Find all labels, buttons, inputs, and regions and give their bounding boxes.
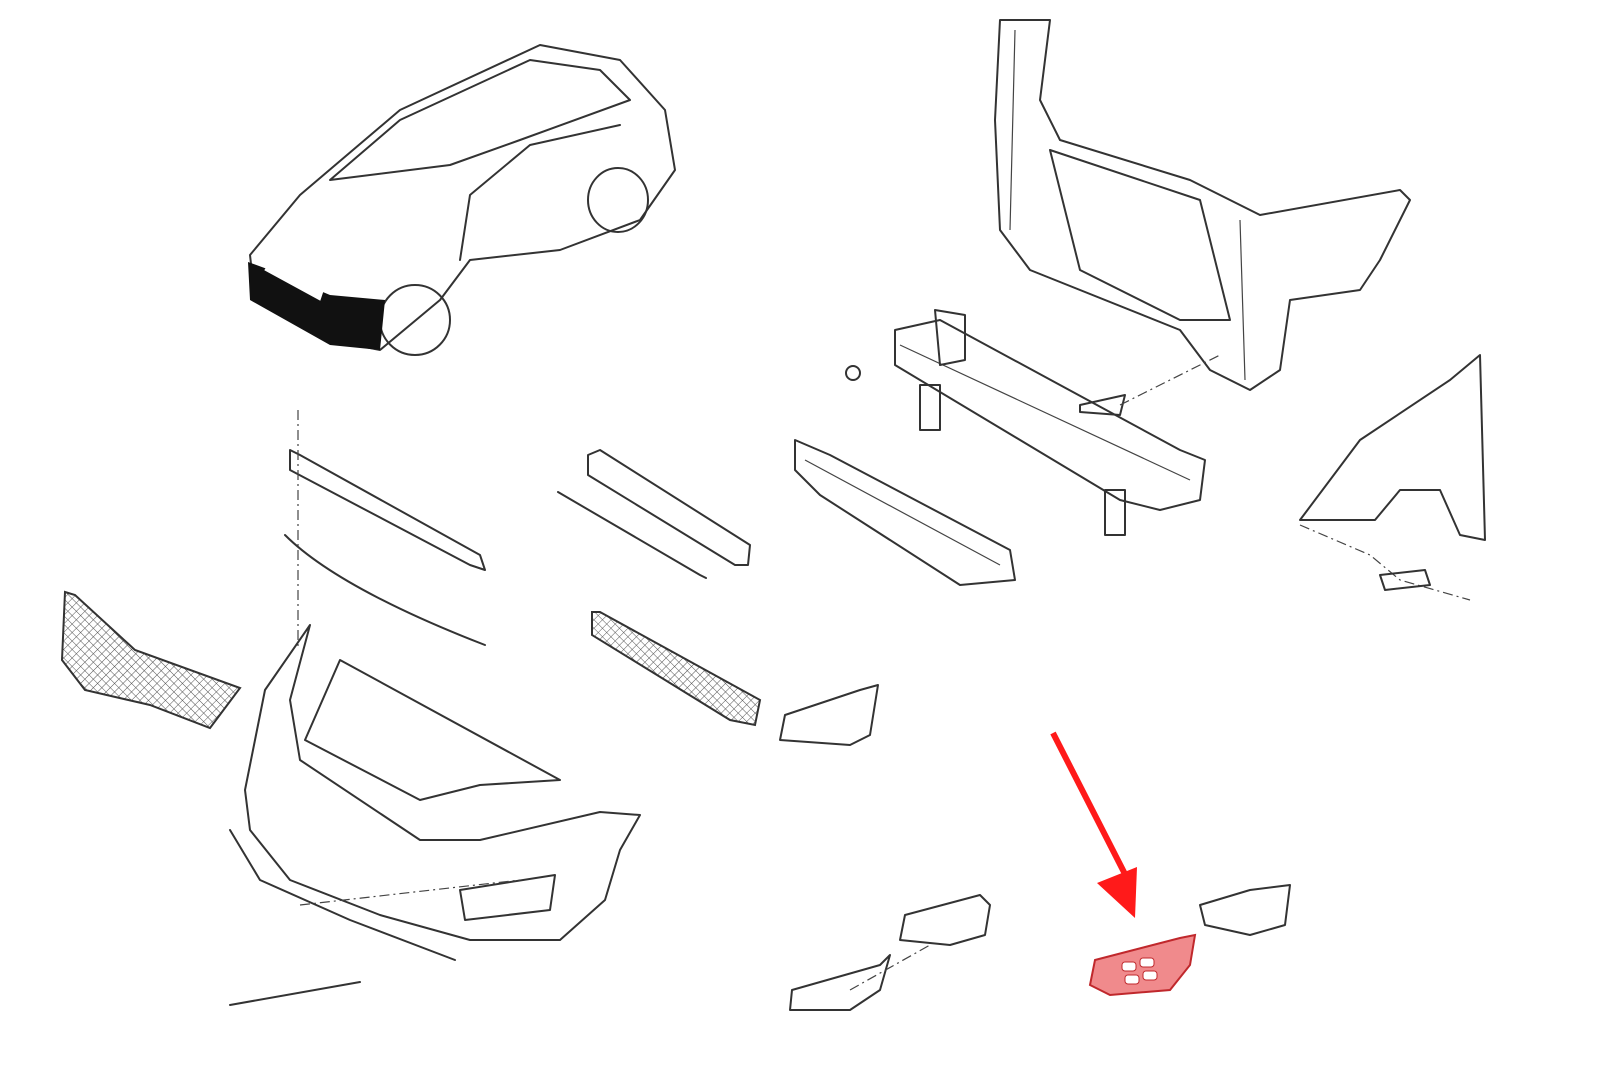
fender (1299, 354, 1486, 601)
car-overview (248, 44, 676, 356)
lower-grille (591, 611, 762, 727)
energy-absorber (794, 439, 1016, 586)
fog-lamp-bracket (899, 884, 1291, 946)
radiator-support (994, 19, 1411, 391)
highlighted-fog-lamp-cover (1088, 933, 1197, 997)
upper-grille-trim (284, 410, 751, 650)
fog-lamp-bezel-left (779, 684, 931, 1011)
radiator-grille (60, 590, 242, 730)
arrow-pointer (1050, 731, 1137, 918)
front-bumper-cover (229, 624, 641, 1006)
bumper-beam (845, 309, 1221, 536)
